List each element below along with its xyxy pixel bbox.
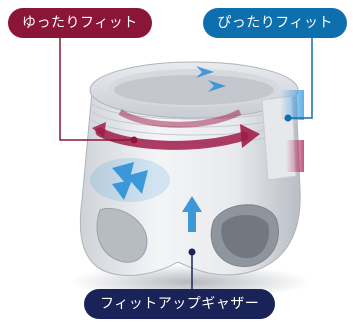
snug-fit-label: ぴったりフィット xyxy=(203,8,347,38)
curved-arrow-icon xyxy=(92,109,260,150)
snug-fit-leader xyxy=(288,38,313,119)
leg-opening-left xyxy=(96,208,148,263)
upward-arrow-cluster-icon xyxy=(112,162,202,232)
fit-up-gather-label: フィットアップギャザー xyxy=(84,289,276,319)
loose-fit-leader xyxy=(59,38,134,141)
loose-fit-label: ゆったりフィット xyxy=(8,8,152,38)
snug-fit-chevrons xyxy=(196,66,226,92)
